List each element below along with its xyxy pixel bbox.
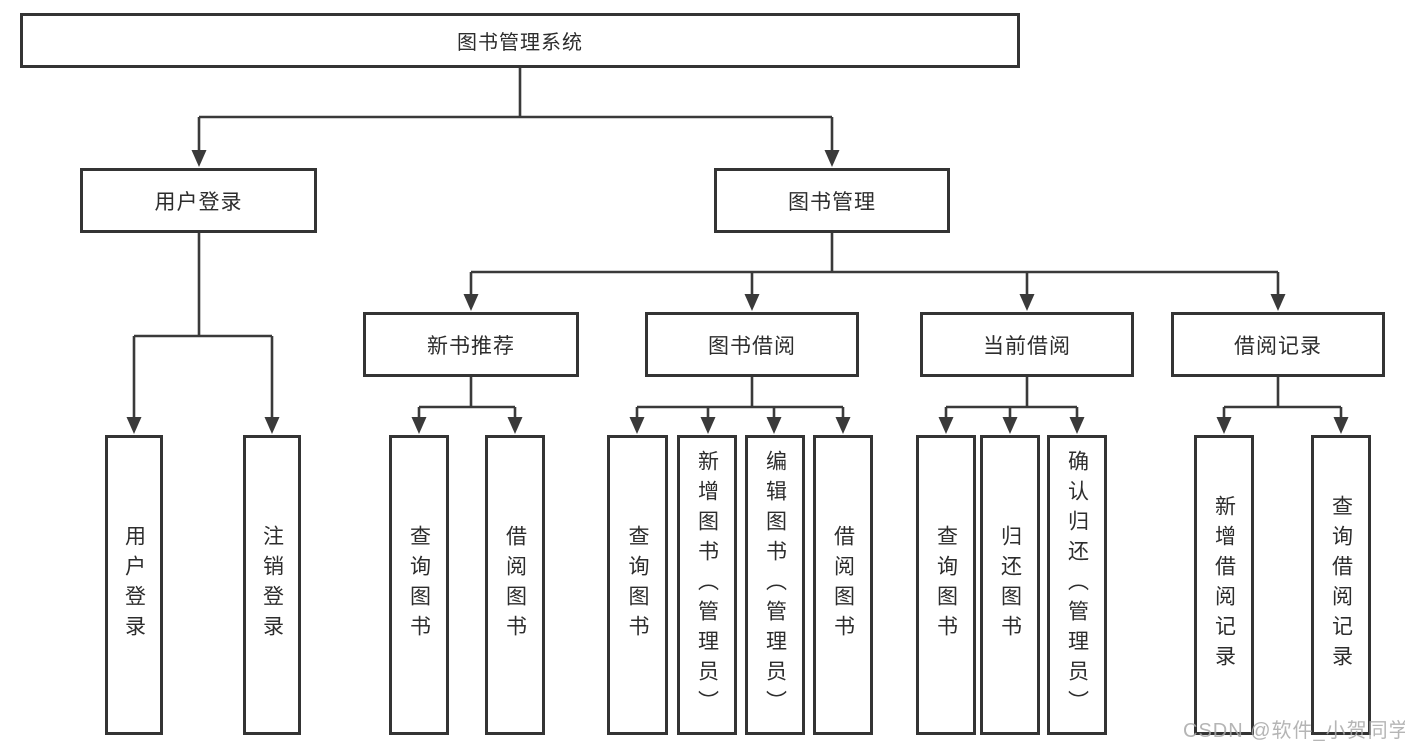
node-book-management-label: 图书管理 [788, 190, 876, 214]
leaf-query-borrow-record: 查询借阅记录 [1311, 435, 1371, 735]
leaf-edit-books-admin: 编辑图书（管理员） [745, 435, 805, 735]
leaf-edit-books-admin-label: 编辑图书（管理员） [763, 450, 787, 720]
node-root-label: 图书管理系统 [457, 32, 583, 54]
node-root: 图书管理系统 [20, 13, 1020, 68]
node-new-book-recommend-label: 新书推荐 [427, 334, 515, 358]
leaf-user-login-label: 用户登录 [122, 525, 146, 645]
node-current-borrow: 当前借阅 [920, 312, 1134, 377]
leaf-confirm-return-admin: 确认归还（管理员） [1047, 435, 1107, 735]
leaf-add-borrow-record-label: 新增借阅记录 [1212, 495, 1236, 675]
leaf-query-books-borrow-label: 查询图书 [626, 525, 649, 645]
leaf-add-borrow-record: 新增借阅记录 [1194, 435, 1254, 735]
node-current-borrow-label: 当前借阅 [983, 334, 1071, 358]
node-borrow-records: 借阅记录 [1171, 312, 1385, 377]
leaf-add-books-admin: 新增图书（管理员） [677, 435, 737, 735]
leaf-logout: 注销登录 [243, 435, 301, 735]
node-user-login: 用户登录 [80, 168, 317, 233]
leaf-query-books-borrow: 查询图书 [607, 435, 668, 735]
leaf-add-books-admin-label: 新增图书（管理员） [695, 450, 719, 720]
leaf-borrow-books: 借阅图书 [813, 435, 873, 735]
leaf-borrow-books-recommend: 借阅图书 [485, 435, 545, 735]
leaf-return-books: 归还图书 [980, 435, 1040, 735]
leaf-return-books-label: 归还图书 [998, 525, 1022, 645]
node-new-book-recommend: 新书推荐 [363, 312, 579, 377]
leaf-confirm-return-admin-label: 确认归还（管理员） [1065, 450, 1089, 720]
node-book-borrow-label: 图书借阅 [708, 334, 796, 358]
watermark: CSDN @软件_小贺同学 [1183, 720, 1405, 742]
node-user-login-label: 用户登录 [154, 190, 243, 214]
node-borrow-records-label: 借阅记录 [1234, 334, 1322, 358]
leaf-query-books-recommend-label: 查询图书 [407, 525, 431, 645]
leaf-query-books-current: 查询图书 [916, 435, 976, 735]
leaf-query-books-current-label: 查询图书 [934, 525, 958, 645]
leaf-borrow-books-recommend-label: 借阅图书 [503, 525, 527, 645]
leaf-query-books-recommend: 查询图书 [389, 435, 449, 735]
node-book-borrow: 图书借阅 [645, 312, 859, 377]
leaf-logout-label: 注销登录 [260, 525, 284, 645]
leaf-query-borrow-record-label: 查询借阅记录 [1329, 495, 1353, 675]
leaf-user-login: 用户登录 [105, 435, 163, 735]
node-book-management: 图书管理 [714, 168, 950, 233]
leaf-borrow-books-label: 借阅图书 [831, 525, 855, 645]
